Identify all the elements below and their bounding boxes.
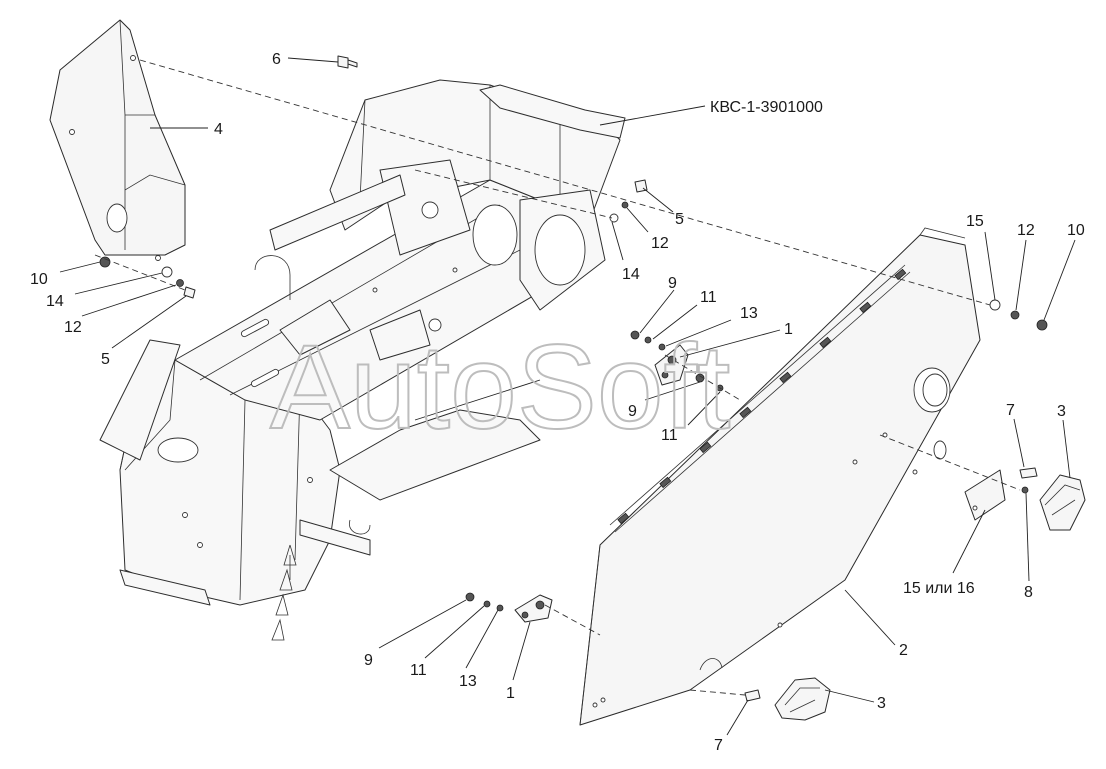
callout-10-right: 10 xyxy=(1067,222,1085,239)
callout-4: 4 xyxy=(214,121,223,138)
callout-labels: 6 4 КВС-1-3901000 10 14 12 5 5 12 14 9 1… xyxy=(30,51,1085,754)
fasteners xyxy=(99,55,1048,702)
callout-1-c: 1 xyxy=(506,685,515,702)
callout-11-c: 11 xyxy=(410,662,427,679)
callout-8: 8 xyxy=(1024,584,1033,601)
callout-9-c: 9 xyxy=(364,652,373,669)
lamp-3-right xyxy=(1039,474,1086,531)
hinge-knuckles xyxy=(617,268,907,525)
leader-lines xyxy=(59,57,1076,736)
callout-13-c: 13 xyxy=(459,673,477,690)
callout-7-right: 7 xyxy=(1006,402,1015,419)
callout-11-a: 11 xyxy=(700,289,717,306)
callout-12-left: 12 xyxy=(64,319,82,336)
callout-10-left: 10 xyxy=(30,271,48,288)
callout-12-right: 12 xyxy=(1017,222,1035,239)
callout-1-a: 1 xyxy=(784,321,793,338)
callout-9-a: 9 xyxy=(668,275,677,292)
door-panel-2 xyxy=(579,227,981,726)
latch-1-lower xyxy=(514,594,553,623)
callout-3-bottom: 3 xyxy=(877,695,886,712)
chain xyxy=(271,544,297,641)
callout-14-left: 14 xyxy=(46,293,64,310)
assembly-axes xyxy=(94,59,1021,696)
callout-7-bottom: 7 xyxy=(714,737,723,754)
callout-15-or-16: 15 или 16 xyxy=(903,580,975,597)
assembly-label: КВС-1-3901000 xyxy=(710,99,823,116)
callout-3-right: 3 xyxy=(1057,403,1066,420)
lamp-3-bottom xyxy=(774,677,831,721)
main-frame xyxy=(99,79,626,641)
latch-1-upper xyxy=(654,344,689,386)
callout-12-mid: 12 xyxy=(651,235,669,252)
callout-2: 2 xyxy=(899,642,908,659)
callout-5-left: 5 xyxy=(101,351,110,368)
callout-11-b: 11 xyxy=(661,427,678,444)
callout-5-mid: 5 xyxy=(675,211,684,228)
callout-13-a: 13 xyxy=(740,305,758,322)
watermark-text: AutoSoft xyxy=(270,320,730,454)
callout-15-right: 15 xyxy=(966,213,984,230)
callout-9-b: 9 xyxy=(628,403,637,420)
guard-panel-4 xyxy=(49,19,186,261)
callout-6: 6 xyxy=(272,51,281,68)
reflector-plate-15-16 xyxy=(964,469,1006,521)
callout-14-mid: 14 xyxy=(622,266,640,283)
